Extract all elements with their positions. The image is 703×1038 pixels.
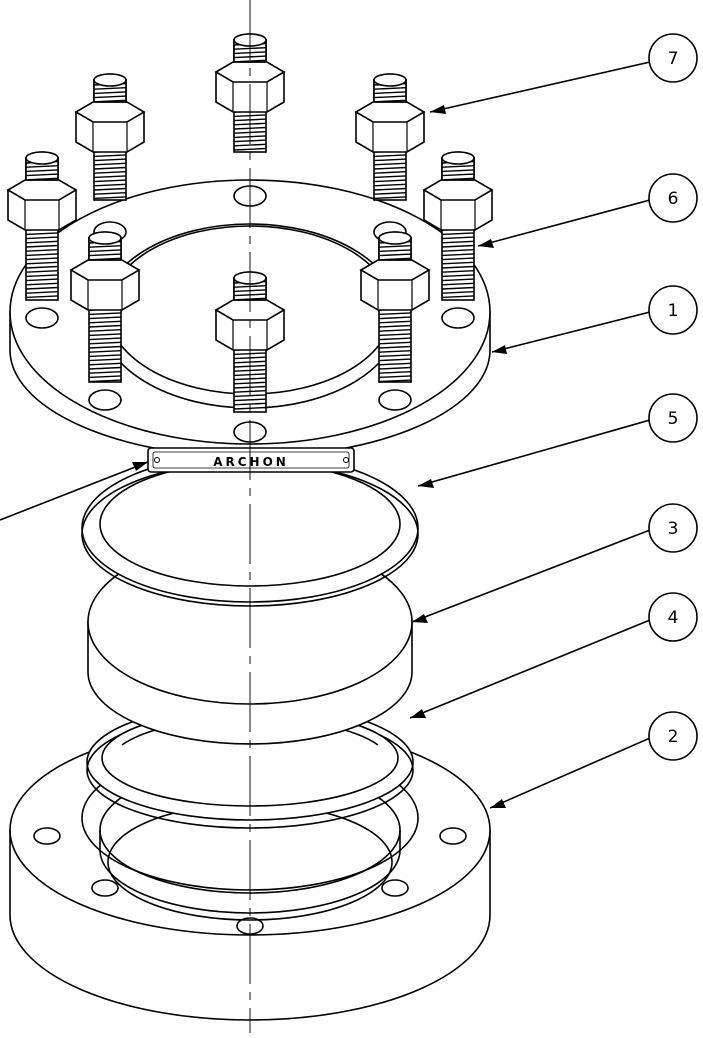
stud-bolt-4 [6, 151, 78, 301]
balloon-7-label: 7 [668, 49, 679, 69]
stud-and-nut-set [6, 33, 494, 413]
balloon-5-label: 5 [668, 409, 679, 429]
balloon-6-label: 6 [668, 189, 679, 209]
balloon-6: 6 [648, 173, 698, 223]
nameplate: ARCHON [147, 447, 355, 473]
balloon-4: 4 [648, 592, 698, 642]
balloon-3-label: 3 [668, 519, 679, 539]
stud-bolt-3 [354, 73, 426, 201]
balloon-1: 1 [648, 285, 698, 335]
balloon-2-label: 2 [668, 727, 679, 747]
stud-bolt-2 [74, 73, 146, 201]
balloon-4-label: 4 [668, 608, 679, 628]
balloon-5: 5 [648, 393, 698, 443]
balloon-3: 3 [648, 503, 698, 553]
stud-bolt-6 [69, 231, 141, 383]
nameplate-label: ARCHON [213, 455, 289, 469]
balloon-2: 2 [648, 711, 698, 761]
item-balloons: 7 6 1 5 3 4 2 [648, 33, 698, 761]
balloon-1-label: 1 [668, 301, 679, 321]
stud-bolt-1 [214, 33, 286, 153]
balloon-7: 7 [648, 33, 698, 83]
leader-lines [0, 61, 651, 809]
stud-bolt-7 [359, 231, 431, 383]
stud-bolt-5 [422, 151, 494, 301]
